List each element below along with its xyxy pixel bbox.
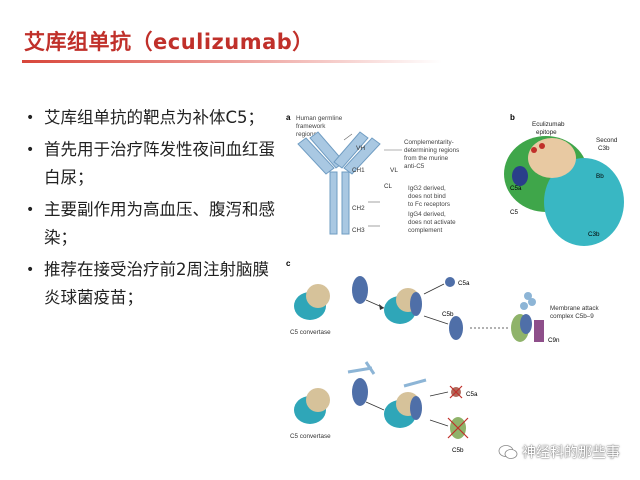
- convertase-bottom-label: C5 convertase: [290, 433, 331, 440]
- slide-title: 艾库组单抗（eculizumab）: [24, 30, 314, 54]
- convertase-bottom: [294, 388, 330, 424]
- title-underline: [22, 60, 442, 63]
- vh-label: VH: [356, 145, 365, 152]
- c5a-bottom-label: C5a: [466, 391, 478, 398]
- panel-b-letter: b: [510, 113, 515, 122]
- convertase-top-label: C5 convertase: [290, 329, 331, 336]
- bullet-list: • 艾库组单抗的靶点为补体C5； • 首先用于治疗阵发性夜间血红蛋白尿； • 主…: [26, 104, 276, 316]
- wechat-icon: [498, 445, 518, 459]
- germline-label: Human germline framework regions: [296, 115, 344, 138]
- second-c3b-label: Second C3b: [596, 137, 619, 152]
- panel-a-letter: a: [286, 113, 291, 122]
- c9n-label: C9n: [548, 337, 560, 344]
- igg4-label: IgG4 derived, does not activate compleme…: [408, 211, 457, 234]
- c5a-fragment: [445, 277, 455, 287]
- convertase-top: [294, 284, 330, 320]
- bullet-text: 首先用于治疗阵发性夜间血红蛋白尿；: [44, 140, 275, 187]
- ch2-label: CH2: [352, 205, 365, 212]
- bullet-dot-icon: •: [26, 110, 35, 126]
- c5b-bottom-label: C5b: [452, 447, 464, 454]
- bullet-dot-icon: •: [26, 202, 35, 218]
- membrane-attack-complex: [511, 292, 544, 342]
- bullet-item: • 首先用于治疗阵发性夜间血红蛋白尿；: [26, 136, 276, 192]
- c5-label: C5: [510, 209, 519, 216]
- ch3-label: CH3: [352, 227, 365, 234]
- c5a-label: C5a: [510, 185, 522, 192]
- c5-molecule: [352, 276, 368, 304]
- bullet-item: • 推荐在接受治疗前2周注射脑膜炎球菌疫苗；: [26, 256, 276, 312]
- bullet-text: 推荐在接受治疗前2周注射脑膜炎球菌疫苗；: [44, 260, 269, 307]
- cdr-label: Complementarity- determining regions fro…: [404, 139, 461, 170]
- epitope-label: Eculizumab epitope: [532, 121, 566, 136]
- bullet-item: • 艾库组单抗的靶点为补体C5；: [26, 104, 276, 132]
- bullet-text: 主要副作用为高血压、腹泻和感染；: [44, 200, 275, 247]
- cl-label: CL: [384, 183, 393, 190]
- panel-b-structure: b Eculizumab epitope Second C3b C5a Bb C…: [504, 113, 624, 246]
- ch1-label: CH1: [352, 167, 365, 174]
- bullet-dot-icon: •: [26, 262, 35, 278]
- c5b-fragment: [449, 316, 463, 340]
- vl-label: VL: [390, 167, 398, 174]
- mac-label: Membrane attack complex C5b–9: [550, 305, 600, 320]
- bb-label: Bb: [596, 173, 604, 180]
- eculizumab-mechanism-figure: a Human germline framework regions Compl…: [286, 113, 624, 454]
- c5b-top-label: C5b: [442, 311, 454, 318]
- panel-c-letter: c: [286, 259, 291, 268]
- bullet-dot-icon: •: [26, 142, 35, 158]
- panel-c-mechanism: c C5 convertase C5a C5b Membrane at: [286, 259, 600, 454]
- antibody-shape: [297, 131, 381, 235]
- bullet-text: 艾库组单抗的靶点为补体C5；: [44, 108, 265, 127]
- igg2-label: IgG2 derived, does not bind to Fc recept…: [408, 185, 450, 208]
- c3b-label: C3b: [588, 231, 600, 238]
- c5a-top-label: C5a: [458, 280, 470, 287]
- watermark: 神经科的那些事: [498, 442, 620, 462]
- watermark-text: 神经科的那些事: [522, 445, 620, 461]
- bullet-item: • 主要副作用为高血压、腹泻和感染；: [26, 196, 276, 252]
- panel-a-antibody: a Human germline framework regions Compl…: [286, 113, 461, 235]
